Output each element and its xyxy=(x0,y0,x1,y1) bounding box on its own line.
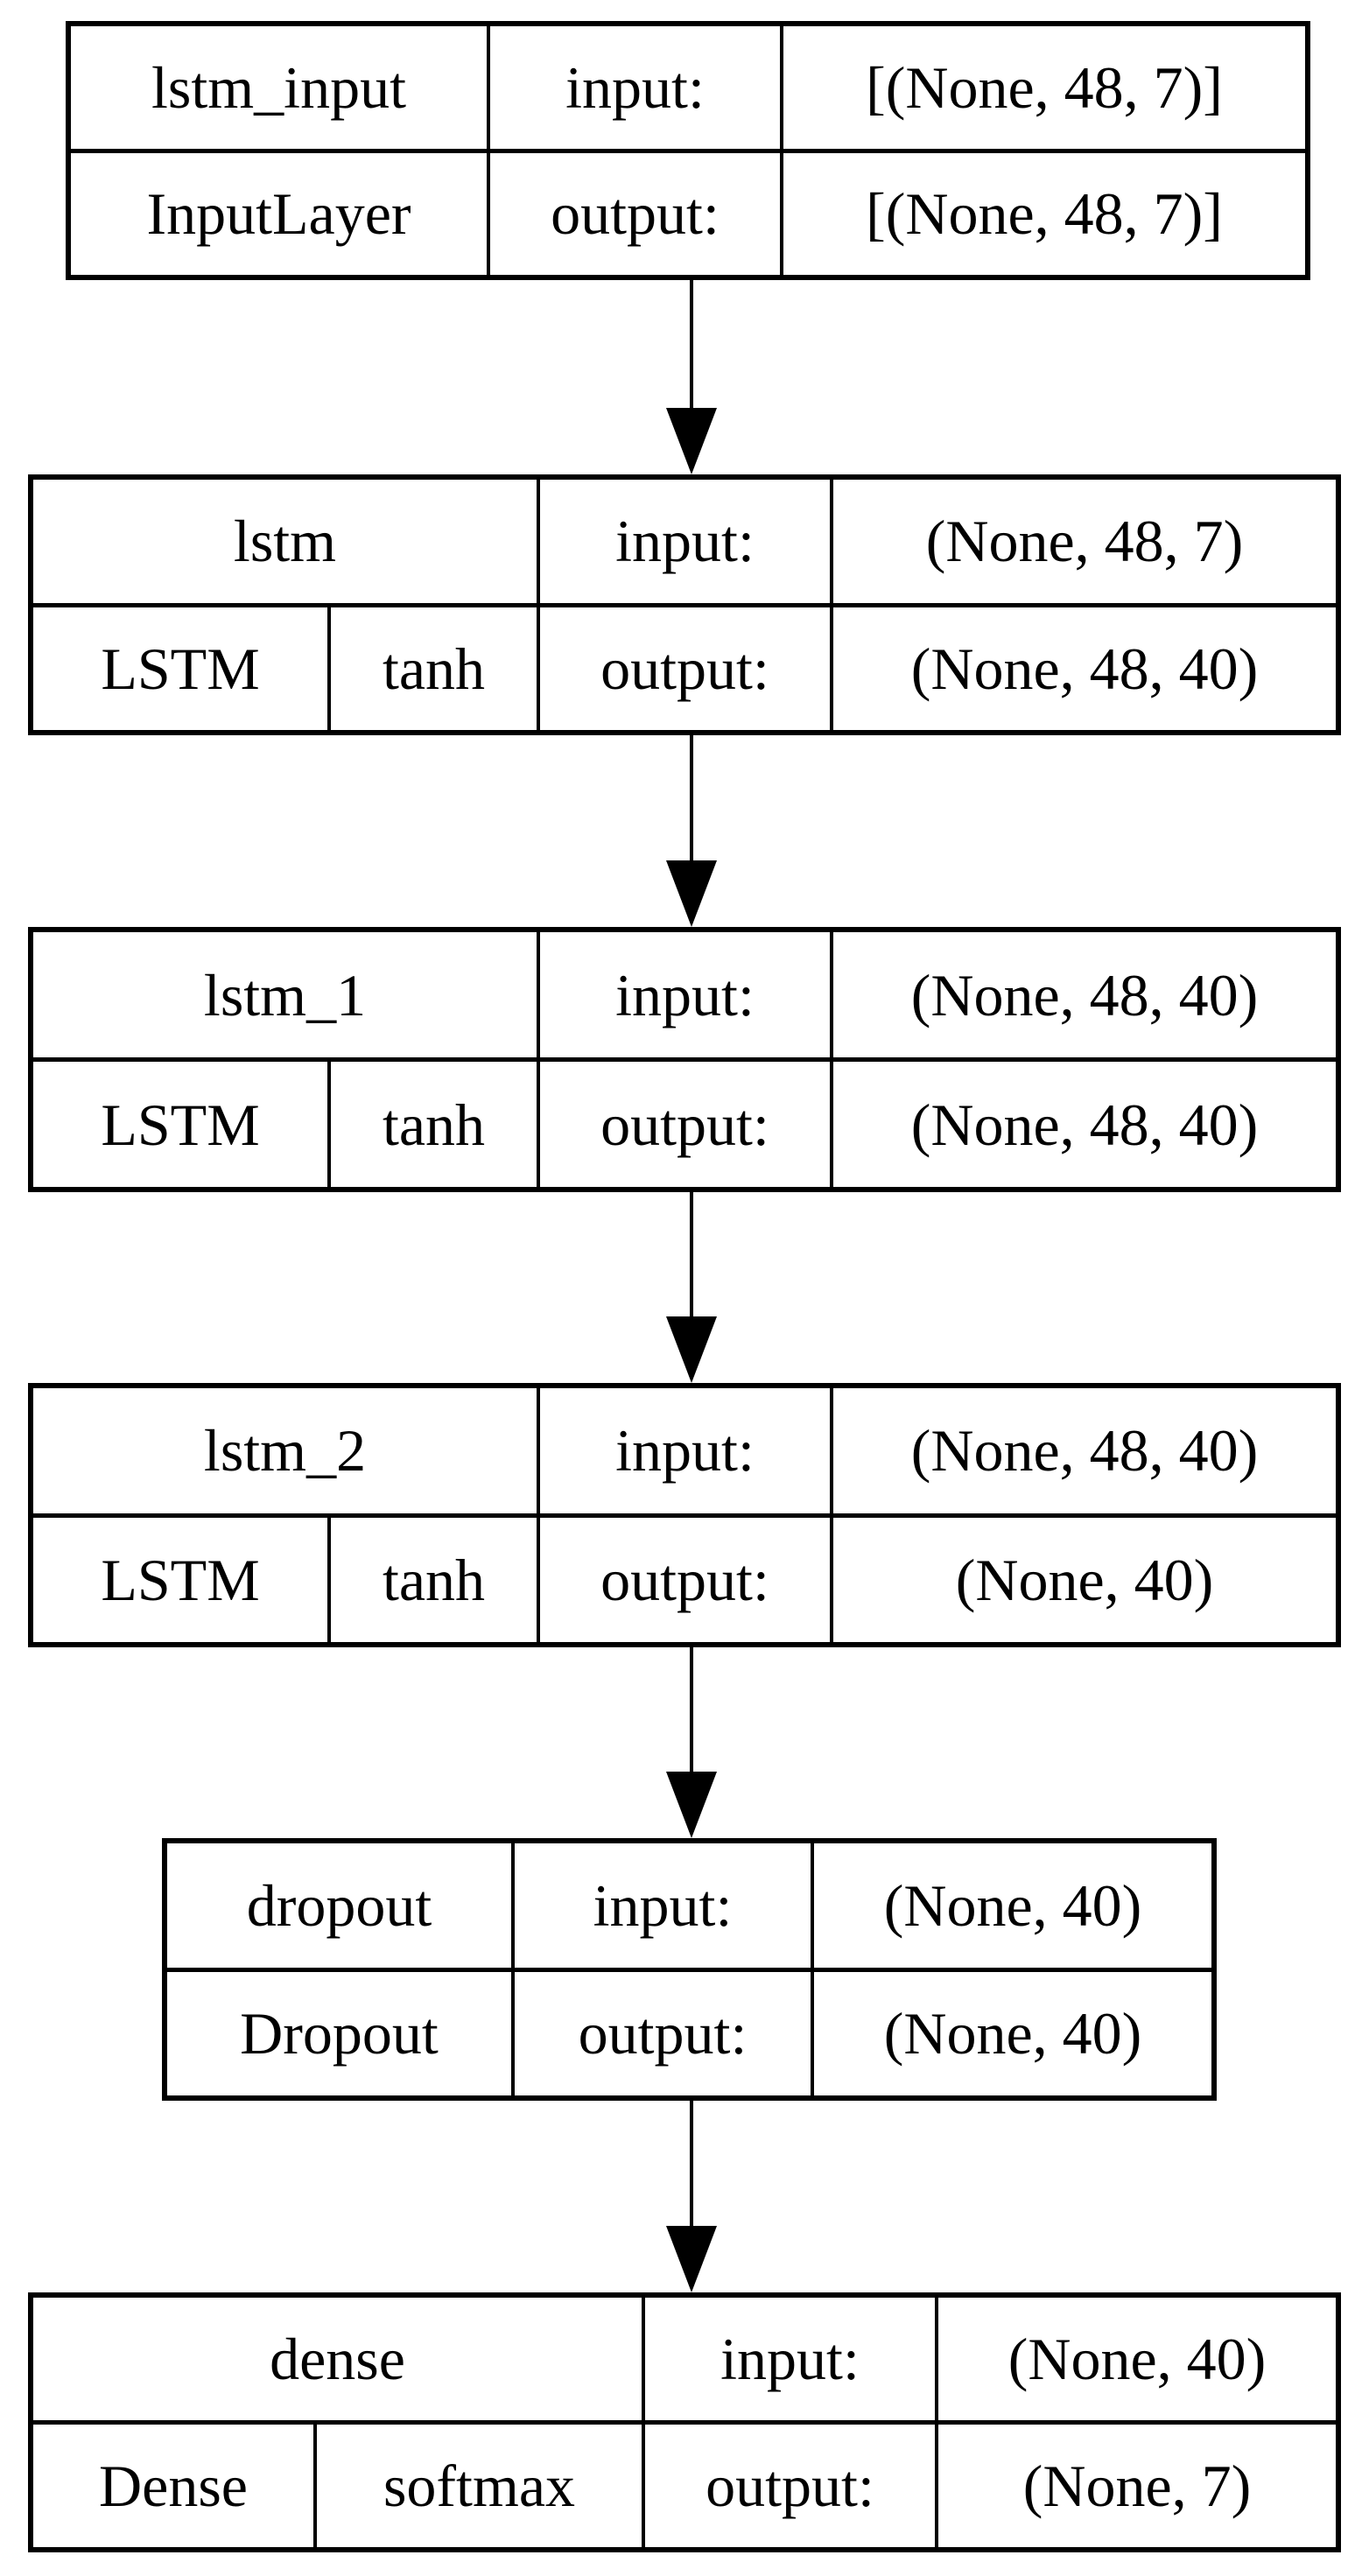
node-row-output: InputLayer output: [(None, 48, 7)] xyxy=(71,152,1305,275)
node-row-input: lstm_input input: [(None, 48, 7)] xyxy=(71,26,1305,153)
input-label-cell: input: xyxy=(537,480,830,603)
edge-line-3 xyxy=(690,1192,693,1318)
node-row-output: LSTM tanh output: (None, 40) xyxy=(33,1517,1336,1642)
layer-class-cell: Dense xyxy=(99,2453,248,2519)
output-label-cell: output: xyxy=(642,2425,935,2547)
input-label-cell: input: xyxy=(487,26,780,149)
node-row-input: dense input: (None, 40) xyxy=(33,2298,1336,2425)
input-shape-cell: (None, 48, 7) xyxy=(830,480,1336,603)
node-row-output: Dropout output: (None, 40) xyxy=(167,1971,1211,2095)
output-shape-cell: [(None, 48, 7)] xyxy=(780,152,1305,275)
input-label-cell: input: xyxy=(537,1388,830,1513)
layer-class-cell: Dropout xyxy=(240,2000,439,2067)
node-row-output: Dense softmax output: (None, 7) xyxy=(33,2425,1336,2547)
input-shape-cell: (None, 48, 40) xyxy=(830,932,1336,1057)
output-label-cell: output: xyxy=(537,1062,830,1187)
layer-name-cell: lstm_input xyxy=(151,53,406,121)
activation-cell: tanh xyxy=(327,1517,537,1642)
output-shape-cell: (None, 40) xyxy=(830,1517,1336,1642)
layer-class-cell: InputLayer xyxy=(146,180,411,248)
node-row-input: lstm_2 input: (None, 48, 40) xyxy=(33,1388,1336,1518)
edge-line-2 xyxy=(690,735,693,862)
layer-name-cell: dropout xyxy=(246,1871,432,1939)
layer-node-dense: dense input: (None, 40) Dense softmax ou… xyxy=(28,2292,1341,2552)
input-label-cell: input: xyxy=(642,2298,935,2420)
layer-node-lstm: lstm input: (None, 48, 7) LSTM tanh outp… xyxy=(28,474,1341,735)
output-label-cell: output: xyxy=(537,607,830,730)
layer-node-lstm-1: lstm_1 input: (None, 48, 40) LSTM tanh o… xyxy=(28,927,1341,1192)
arrowhead-icon xyxy=(666,1772,717,1838)
output-label-cell: output: xyxy=(537,1517,830,1642)
layer-name-cell: lstm_2 xyxy=(203,1417,367,1485)
edge-line-5 xyxy=(690,2101,693,2228)
node-row-output: LSTM tanh output: (None, 48, 40) xyxy=(33,1062,1336,1187)
input-shape-cell: (None, 48, 40) xyxy=(830,1388,1336,1513)
layer-node-dropout: dropout input: (None, 40) Dropout output… xyxy=(162,1838,1217,2101)
layer-class-cell: LSTM xyxy=(101,635,260,702)
input-shape-cell: (None, 40) xyxy=(935,2298,1336,2420)
edge-line-4 xyxy=(690,1647,693,1773)
input-shape-cell: (None, 40) xyxy=(811,1843,1211,1968)
arrowhead-icon xyxy=(666,860,717,927)
activation-cell: softmax xyxy=(313,2425,642,2547)
node-row-input: lstm_1 input: (None, 48, 40) xyxy=(33,932,1336,1062)
layer-name-cell: dense xyxy=(270,2326,405,2392)
layer-node-lstm-2: lstm_2 input: (None, 48, 40) LSTM tanh o… xyxy=(28,1383,1341,1647)
layer-name-cell: lstm_1 xyxy=(203,961,367,1028)
arrowhead-icon xyxy=(666,1316,717,1383)
activation-cell: tanh xyxy=(327,1062,537,1187)
layer-node-lstm-input: lstm_input input: [(None, 48, 7)] InputL… xyxy=(66,21,1310,280)
activation-cell: tanh xyxy=(327,607,537,730)
output-shape-cell: (None, 48, 40) xyxy=(830,1062,1336,1187)
input-shape-cell: [(None, 48, 7)] xyxy=(780,26,1305,149)
output-shape-cell: (None, 48, 40) xyxy=(830,607,1336,730)
output-label-cell: output: xyxy=(511,1971,811,2095)
input-label-cell: input: xyxy=(537,932,830,1057)
output-shape-cell: (None, 40) xyxy=(811,1971,1211,2095)
layer-class-cell: LSTM xyxy=(101,1091,260,1158)
layer-class-cell: LSTM xyxy=(101,1546,260,1613)
node-row-output: LSTM tanh output: (None, 48, 40) xyxy=(33,607,1336,730)
node-row-input: lstm input: (None, 48, 7) xyxy=(33,480,1336,607)
input-label-cell: input: xyxy=(511,1843,811,1968)
arrowhead-icon xyxy=(666,2226,717,2292)
layer-name-cell: lstm xyxy=(233,508,337,575)
node-row-input: dropout input: (None, 40) xyxy=(167,1843,1211,1972)
output-shape-cell: (None, 7) xyxy=(935,2425,1336,2547)
arrowhead-icon xyxy=(666,408,717,474)
edge-line-1 xyxy=(690,280,693,410)
output-label-cell: output: xyxy=(487,152,780,275)
